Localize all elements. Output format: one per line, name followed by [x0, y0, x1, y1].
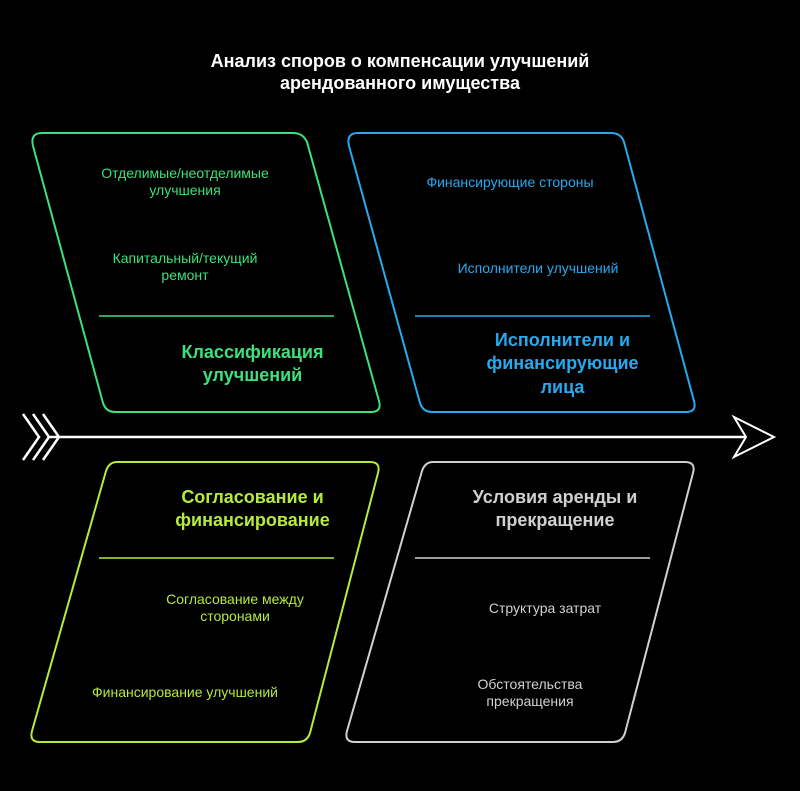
- panel-classification: [31, 132, 381, 413]
- panel-lease: [345, 461, 695, 743]
- performers-item-2: Исполнители улучшений: [457, 260, 619, 276]
- approval-heading: Согласование и финансирование: [175, 487, 330, 531]
- panel-approval: [30, 461, 380, 743]
- lease-item-2: Обстоятельства прекращения: [477, 676, 583, 709]
- classification-heading: Классификация улучшений: [181, 342, 324, 386]
- diagram-title: Анализ споров о компенсации улучшений ар…: [210, 51, 590, 93]
- approval-item-1: Согласование между сторонами: [166, 591, 304, 624]
- panel-performers: [347, 132, 696, 413]
- lease-item-1: Структура затрат: [488, 600, 602, 616]
- classification-item-2: Капитальный/текущий ремонт: [112, 250, 258, 283]
- classification-item-1: Отделимые/неотделимые улучшения: [101, 165, 269, 198]
- lease-heading: Условия аренды и прекращение: [472, 487, 638, 531]
- performers-heading: Исполнители и финансирующие лица: [486, 330, 639, 397]
- spine-arrow: [21, 413, 777, 461]
- performers-item-1: Финансирующие стороны: [426, 174, 594, 190]
- approval-item-2: Финансирование улучшений: [92, 684, 278, 700]
